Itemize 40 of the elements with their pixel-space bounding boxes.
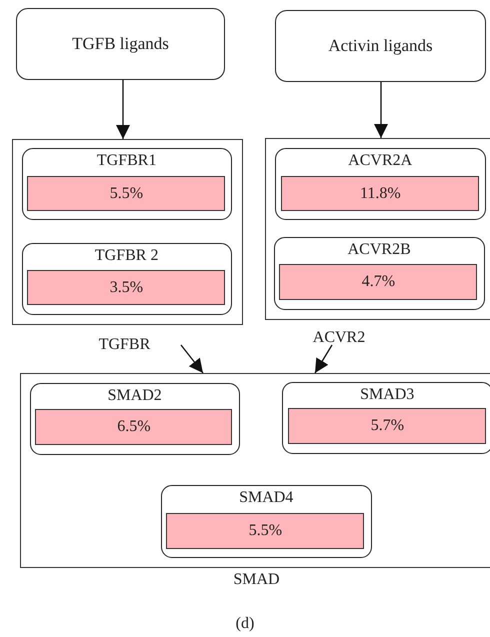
percentage-bar	[281, 176, 480, 212]
gene-box	[274, 236, 485, 310]
percentage-value: 3.5%	[110, 278, 144, 297]
gene-name: TGFBR1	[96, 152, 158, 170]
group-label: TGFBR	[98, 336, 152, 354]
percentage-bar	[166, 513, 364, 550]
gene-name: TGFBR 2	[94, 246, 160, 265]
gene-box	[22, 242, 232, 315]
group-label: SMAD	[232, 571, 281, 589]
percentage-bar	[27, 270, 226, 306]
percentage-value: 5.5%	[248, 522, 282, 540]
percentage-value: 5.7%	[370, 417, 404, 436]
ligand-label: Activin ligands	[328, 36, 433, 56]
percentage-value: 4.7%	[362, 273, 396, 292]
percentage-value: 5.5%	[110, 184, 144, 203]
percentage-bar	[27, 176, 226, 212]
percentage-bar	[35, 409, 232, 446]
caption: (d)	[234, 615, 256, 633]
gene-box	[160, 484, 372, 558]
arrow	[180, 344, 204, 374]
gene-name: SMAD2	[106, 386, 163, 405]
gene-box	[22, 148, 232, 220]
ligand-label: TGFB ligands	[72, 34, 169, 54]
gene-box	[282, 382, 490, 454]
gene-name: ACVR2B	[346, 240, 412, 259]
percentage-value: 6.5%	[117, 418, 151, 436]
arrow	[116, 80, 130, 139]
gene-name: SMAD3	[359, 386, 416, 404]
gene-box	[30, 382, 240, 455]
group-label: ACVR2	[312, 329, 366, 347]
gene-box	[274, 148, 486, 220]
ligand-box	[16, 8, 225, 80]
percentage-value: 11.8%	[360, 184, 401, 203]
percentage-bar	[288, 408, 486, 444]
arrow	[374, 82, 388, 138]
gene-name: ACVR2A	[347, 152, 414, 170]
percentage-bar	[279, 264, 478, 300]
ligand-box	[275, 10, 486, 82]
arrow	[314, 344, 333, 374]
gene-name: SMAD4	[238, 488, 294, 507]
